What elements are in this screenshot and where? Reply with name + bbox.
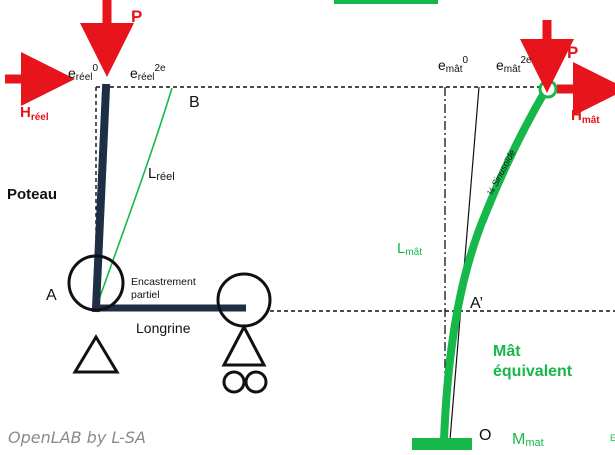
mast-label-line2: équivalent — [493, 363, 573, 380]
mast-label-line1: Mât — [493, 343, 521, 360]
eccentricity-e2-left: eréel2e — [130, 63, 166, 83]
mast-deformed-sinusoid — [440, 85, 551, 441]
moment-label: Mmat — [512, 431, 544, 449]
force-h-left-label: Hréel — [20, 104, 49, 123]
force-h-right-label: Hmât — [571, 107, 600, 126]
column-deformed-shape — [95, 87, 173, 309]
point-a-label: A — [46, 287, 57, 304]
roller-left — [222, 370, 246, 394]
credit-watermark: OpenLAB by L-SA — [8, 428, 146, 447]
support-roller-hinge — [216, 272, 272, 328]
column-poteau — [91, 83, 111, 313]
force-p-left-label: P — [131, 7, 142, 26]
support-a-hinge — [67, 254, 125, 312]
eccentricity-e0-right: emât0 — [438, 55, 468, 75]
point-o-label: O — [479, 427, 491, 444]
length-mast-label: Lmât — [397, 240, 422, 258]
point-b-label: B — [189, 94, 200, 111]
force-p-right-label: P — [567, 43, 578, 62]
restraint-label-line1: Encastrement — [131, 276, 196, 288]
eccentricity-e2-right: emât2e — [496, 55, 532, 75]
roller-right — [244, 370, 268, 394]
mast-base-plate — [412, 438, 472, 450]
support-a-triangle — [72, 334, 120, 374]
restraint-label-line2: partiel — [131, 289, 160, 301]
eccentricity-e0-left: eréel0 — [68, 63, 98, 83]
point-a-prime-label: A’ — [470, 295, 483, 312]
support-roller-triangle — [221, 323, 267, 367]
top-green-bar — [334, 0, 438, 4]
column-label: Poteau — [7, 186, 57, 203]
mast-top-hinge — [538, 79, 558, 99]
quarter-sinusoid-label: ¼ Sinusoïde — [485, 148, 517, 197]
cut-off-letter: E — [610, 433, 615, 443]
beam-label: Longrine — [136, 320, 191, 336]
length-real-label: Lréel — [148, 165, 175, 183]
